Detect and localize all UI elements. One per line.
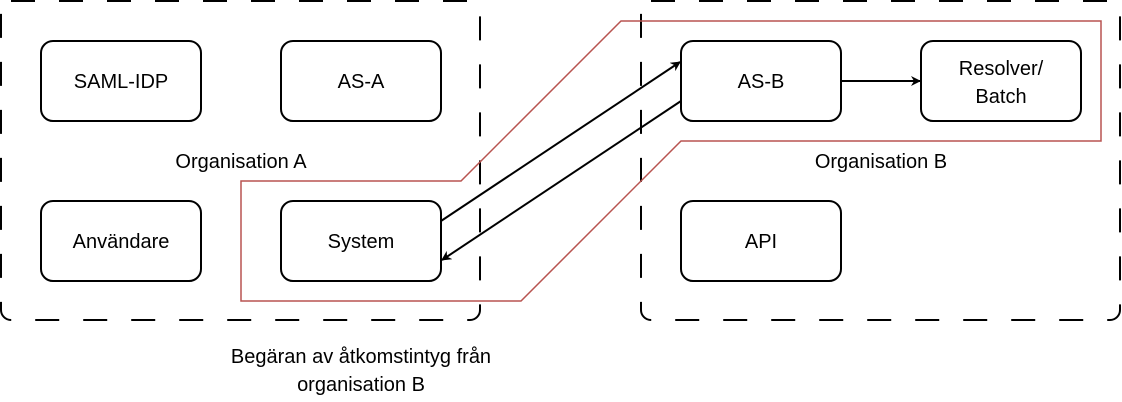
org-b-container: [640, 0, 1121, 321]
org-b-label: Organisation B: [815, 151, 947, 173]
node-api[interactable]: API: [680, 200, 842, 282]
node-as-a[interactable]: AS-A: [280, 40, 442, 122]
node-api-label: API: [745, 231, 777, 253]
node-resolver-label-line2: Batch: [975, 86, 1026, 108]
node-resolver-label-line1: Resolver/: [959, 58, 1044, 80]
node-anvandare[interactable]: Användare: [40, 200, 202, 282]
node-as-b-label: AS-B: [738, 71, 785, 93]
request-highlight-polygon: [240, 20, 1102, 302]
node-system-label: System: [328, 231, 395, 253]
edge-as-b-to-system[interactable]: [441, 100, 682, 261]
node-anvandare-label: Användare: [73, 231, 170, 253]
org-a-container: [0, 0, 481, 321]
node-as-a-label: AS-A: [338, 71, 385, 93]
highlight-caption-line1: Begäran av åtkomstintyg från: [231, 346, 491, 368]
node-as-b[interactable]: AS-B: [680, 40, 842, 122]
node-system[interactable]: System: [280, 200, 442, 282]
node-resolver-batch[interactable]: Resolver/ Batch: [920, 40, 1082, 122]
node-saml-idp[interactable]: SAML-IDP: [40, 40, 202, 122]
highlight-caption-line2: organisation B: [297, 374, 425, 396]
node-saml-idp-label: SAML-IDP: [74, 71, 168, 93]
edge-system-to-as-b[interactable]: [440, 61, 681, 222]
org-a-label: Organisation A: [175, 151, 307, 173]
